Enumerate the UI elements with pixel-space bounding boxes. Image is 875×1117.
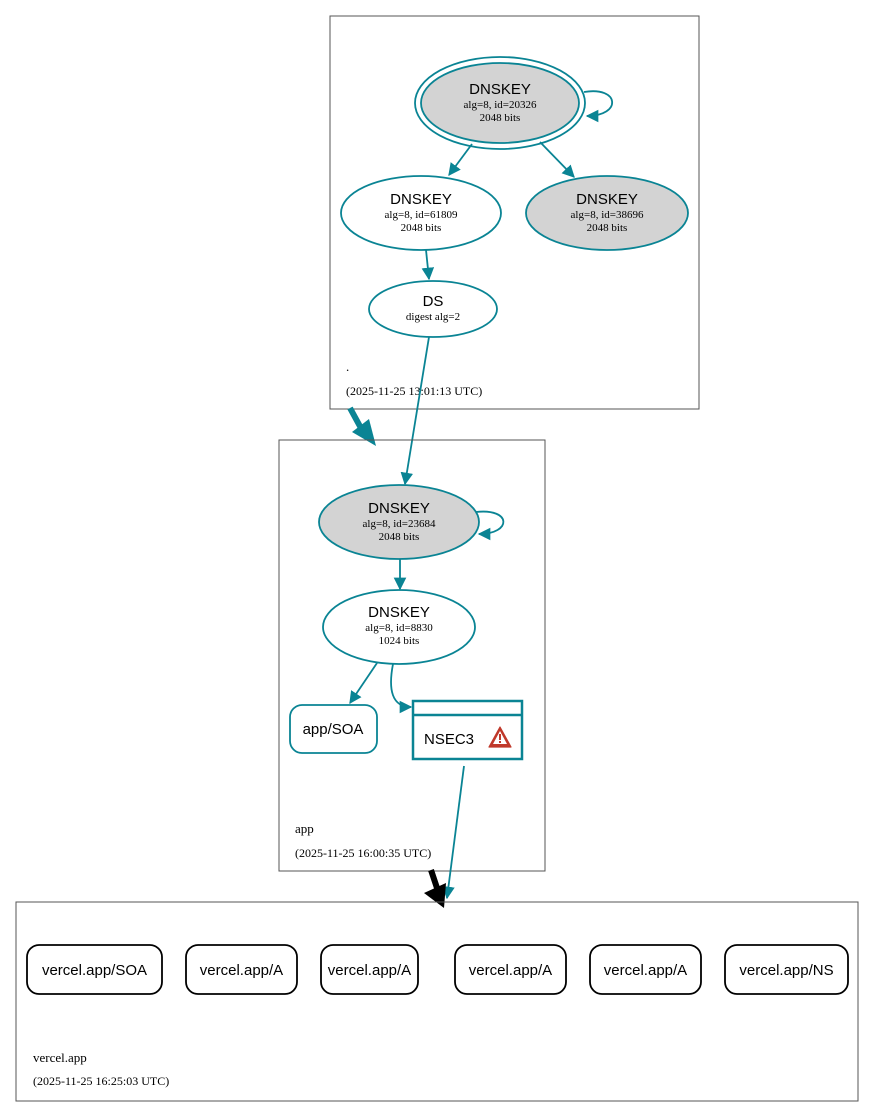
node-detail: alg=8, id=23684 xyxy=(363,518,436,530)
zone-app: DNSKEY alg=8, id=23684 2048 bits DNSKEY … xyxy=(278,439,546,872)
zone-app-timestamp: (2025-11-25 16:00:35 UTC) xyxy=(295,846,431,860)
rrset-node-vercel[interactable]: vercel.app/NS xyxy=(724,944,849,995)
dnskey-node-root-38696[interactable]: DNSKEY alg=8, id=38696 2048 bits xyxy=(525,175,689,251)
edge-ksk-to-38696 xyxy=(539,141,575,178)
node-detail: alg=8, id=20326 xyxy=(464,99,537,111)
node-detail: alg=8, id=8830 xyxy=(365,622,433,634)
node-title: DNSKEY xyxy=(390,191,452,208)
rrset-node-vercel[interactable]: vercel.app/A xyxy=(185,944,298,995)
zone-vercel: vercel.app/SOA vercel.app/A vercel.app/A ve… xyxy=(15,901,859,1102)
node-detail: alg=8, id=61809 xyxy=(385,209,458,221)
rrset-label: app/SOA xyxy=(303,721,364,738)
edge-61809-to-ds xyxy=(421,249,435,281)
rrset-node-vercel[interactable]: vercel.app/SOA xyxy=(26,944,163,995)
zone-root: DNSKEY alg=8, id=20326 2048 bits DNSKEY … xyxy=(329,15,700,410)
vercel-records: vercel.app/SOA vercel.app/A vercel.app/A ve… xyxy=(26,944,849,995)
edge-app-zsk-to-soa xyxy=(349,662,378,705)
rrset-node-vercel[interactable]: vercel.app/A xyxy=(320,944,419,995)
rrset-label: vercel.app/A xyxy=(328,962,411,979)
node-detail: alg=8, id=38696 xyxy=(571,209,644,221)
rrset-label: vercel.app/SOA xyxy=(42,962,147,979)
rrset-label: vercel.app/NS xyxy=(739,962,833,979)
node-detail: 1024 bits xyxy=(379,635,420,647)
edge-app-zsk-to-nsec3 xyxy=(390,663,413,714)
zone-root-timestamp: (2025-11-25 13:01:13 UTC) xyxy=(346,384,482,398)
node-title: DNSKEY xyxy=(576,191,638,208)
delegation-arrow-root-app xyxy=(347,406,376,446)
node-detail: digest alg=2 xyxy=(406,311,460,323)
rrset-label: vercel.app/A xyxy=(200,962,283,979)
edge-ds-to-app-ksk xyxy=(400,336,430,486)
zone-vercel-box xyxy=(15,901,859,1102)
rrset-label: vercel.app/A xyxy=(604,962,687,979)
ds-node-root[interactable]: DS digest alg=2 xyxy=(368,280,498,338)
nsec3-label: NSEC3 xyxy=(424,731,474,748)
zone-app-box xyxy=(278,439,546,872)
zone-vercel-timestamp: (2025-11-25 16:25:03 UTC) xyxy=(33,1074,169,1088)
dnskey-node-root-61809[interactable]: DNSKEY alg=8, id=61809 2048 bits xyxy=(340,175,502,251)
rrset-node-vercel[interactable]: vercel.app/A xyxy=(589,944,702,995)
node-title: DS xyxy=(423,293,444,310)
rrset-label: vercel.app/A xyxy=(469,962,552,979)
dnskey-node-root-ksk[interactable]: DNSKEY alg=8, id=20326 2048 bits xyxy=(414,56,586,150)
edge-nsec3-to-vercel xyxy=(442,765,465,900)
node-detail: 2048 bits xyxy=(480,112,521,124)
node-detail: 2048 bits xyxy=(379,531,420,543)
zone-root-box xyxy=(329,15,700,410)
edge-ksk-to-61809 xyxy=(448,143,473,177)
rrset-node-vercel[interactable]: vercel.app/A xyxy=(454,944,567,995)
warning-triangle-icon xyxy=(488,726,512,748)
zone-app-name: app xyxy=(295,821,314,836)
dnskey-node-app-zsk[interactable]: DNSKEY alg=8, id=8830 1024 bits xyxy=(322,589,476,665)
zone-root-name: . xyxy=(346,359,349,374)
rrset-node-app-soa[interactable]: app/SOA xyxy=(289,704,378,754)
node-title: DNSKEY xyxy=(368,500,430,517)
node-title: DNSKEY xyxy=(469,81,531,98)
edge-ksk-self-loop xyxy=(583,90,613,123)
edge-app-ksk-self-loop xyxy=(475,510,505,541)
dnskey-node-app-ksk[interactable]: DNSKEY alg=8, id=23684 2048 bits xyxy=(318,484,480,560)
node-detail: 2048 bits xyxy=(587,222,628,234)
zone-vercel-name: vercel.app xyxy=(33,1050,87,1065)
node-title: DNSKEY xyxy=(368,604,430,621)
node-detail: 2048 bits xyxy=(401,222,442,234)
nsec3-node[interactable]: NSEC3 xyxy=(411,699,524,761)
